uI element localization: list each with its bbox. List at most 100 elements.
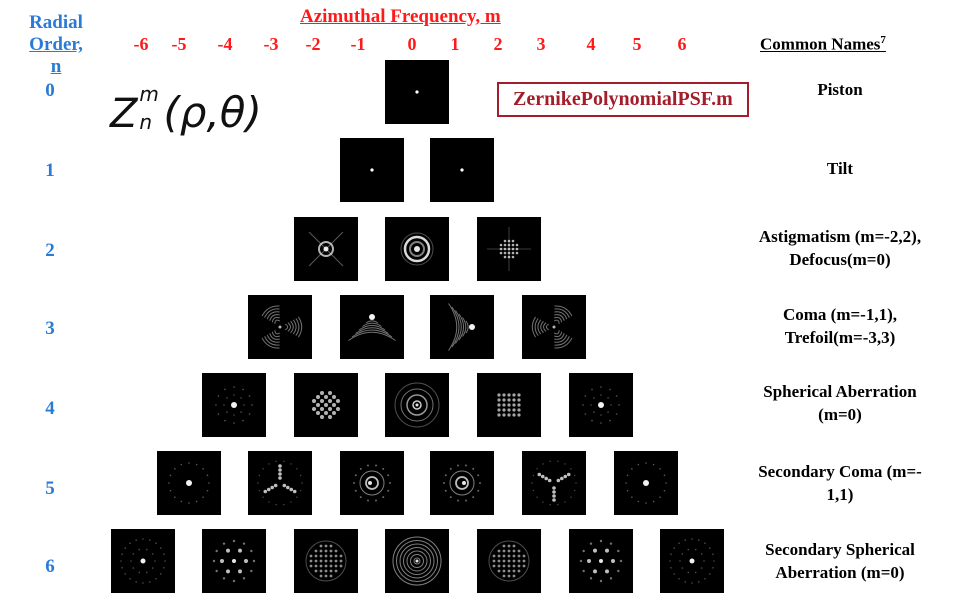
psf-pattern-dot-speckle — [215, 386, 253, 424]
psf-pattern-diamond-grid — [487, 227, 531, 271]
psf-tile-diamond-grid — [477, 217, 541, 281]
psf-pattern-hex-ring — [579, 539, 623, 583]
radial-order-line1: Radial — [29, 12, 83, 33]
psf-pattern-lattice-ring — [305, 540, 347, 582]
psf-pattern-dot-ring — [625, 462, 667, 504]
psf-tile-ring-speckle-right — [430, 451, 494, 515]
psf-pattern-dot-speckle — [582, 386, 620, 424]
radial-order-0: 0 — [45, 80, 55, 101]
common-name-line: (m=0) — [818, 405, 862, 424]
psf-pattern-ring-speckle-right — [443, 464, 481, 502]
psf-pattern-triad-swirl-right — [531, 460, 577, 506]
radial-order-5: 5 — [45, 478, 55, 499]
psf-tile-diamond-lattice — [294, 373, 358, 437]
radial-order-6: 6 — [45, 556, 55, 577]
freq-label: 6 — [677, 34, 687, 54]
common-name-line: Coma (m=-1,1), — [782, 305, 898, 324]
common-name-line: Tilt — [826, 159, 854, 178]
psf-pattern-point — [460, 168, 464, 172]
formula-base: Z — [110, 91, 138, 137]
freq-label: -3 — [263, 34, 279, 54]
common-name-line: Secondary Coma (m=- — [758, 462, 922, 481]
psf-tile-coma-right — [430, 295, 494, 359]
psf-pattern-concentric-fine — [392, 536, 442, 586]
psf-pattern-diamond-lattice — [312, 391, 340, 419]
freq-label: -5 — [171, 34, 187, 54]
common-name-line: Aberration (m=0) — [775, 563, 905, 582]
common-name-coma: Coma (m=-1,1), Trefoil(m=-3,3) — [725, 303, 955, 349]
formula-args: (ρ,θ) — [163, 88, 262, 137]
common-name-tilt: Tilt — [725, 157, 955, 180]
psf-pattern-point — [415, 90, 419, 94]
psf-tile-triad-swirl-right — [522, 451, 586, 515]
psf-pattern-speckle-ring — [669, 538, 715, 584]
psf-tile-triad-swirl — [248, 451, 312, 515]
freq-label: -4 — [217, 34, 233, 54]
azimuthal-frequency-header: Azimuthal Frequency, m — [300, 6, 501, 27]
freq-label: -2 — [305, 34, 321, 54]
psf-tile-lattice-ring — [477, 529, 541, 593]
freq-label: 1 — [450, 34, 460, 54]
zernike-psf-file-button[interactable]: ZernikePolynomialPSF.m — [497, 82, 749, 117]
common-name-piston: Piston — [725, 78, 955, 101]
psf-tile-point — [385, 60, 449, 124]
psf-tile-trefoil-swirl-right — [522, 295, 586, 359]
freq-label: 2 — [493, 34, 503, 54]
freq-label: 4 — [586, 34, 596, 54]
psf-pattern-coma-up — [348, 314, 396, 341]
psf-tile-dot-speckle — [569, 373, 633, 437]
common-name-secondary-coma: Secondary Coma (m=- 1,1) — [725, 460, 955, 506]
psf-tile-ring-speckle — [340, 451, 404, 515]
radial-order-1: 1 — [45, 160, 55, 181]
psf-pattern-coma-right — [448, 303, 475, 351]
common-name-line: Spherical Aberration — [763, 382, 917, 401]
psf-tile-lattice-ring — [294, 529, 358, 593]
freq-label: -1 — [350, 34, 366, 54]
radial-order-4: 4 — [45, 398, 55, 419]
psf-tile-point — [430, 138, 494, 202]
radial-order-header: Radial Order, n — [22, 12, 90, 78]
psf-pattern-ring-speckle — [353, 464, 391, 502]
common-name-line: 1,1) — [826, 485, 854, 504]
psf-tile-coma-up — [340, 295, 404, 359]
psf-pattern-trefoil-swirl-right — [531, 305, 573, 349]
common-name-line: Defocus(m=0) — [789, 250, 891, 269]
common-name-astigmatism: Astigmatism (m=-2,2), Defocus(m=0) — [725, 225, 955, 271]
common-names-header: Common Names7 — [760, 34, 886, 55]
psf-pattern-hex-ring — [212, 539, 256, 583]
common-names-label: Common Names — [760, 34, 881, 54]
psf-pattern-dot-ring — [168, 462, 210, 504]
psf-tile-point — [340, 138, 404, 202]
psf-tile-trefoil-swirl — [248, 295, 312, 359]
common-name-spherical: Spherical Aberration (m=0) — [725, 380, 955, 426]
common-name-line: Secondary Spherical — [765, 540, 915, 559]
psf-tile-dot-speckle — [202, 373, 266, 437]
psf-pattern-concentric-rings — [394, 382, 440, 428]
common-names-footnote: 7 — [880, 34, 886, 46]
psf-pattern-square-lattice — [497, 393, 521, 417]
psf-tile-hex-ring — [202, 529, 266, 593]
psf-pattern-star-cross — [308, 231, 344, 267]
psf-tile-speckle-ring — [660, 529, 724, 593]
freq-label: 3 — [536, 34, 546, 54]
psf-tile-star-cross — [294, 217, 358, 281]
psf-pattern-rings — [400, 232, 434, 266]
freq-label: 0 — [407, 34, 417, 54]
freq-label: -6 — [133, 34, 149, 54]
psf-pattern-point — [370, 168, 374, 172]
psf-pattern-lattice-ring — [488, 540, 530, 582]
psf-tile-speckle-ring — [111, 529, 175, 593]
psf-tile-hex-ring — [569, 529, 633, 593]
common-name-line: Trefoil(m=-3,3) — [784, 328, 896, 347]
radial-order-3: 3 — [45, 318, 55, 339]
psf-tile-dot-ring — [157, 451, 221, 515]
psf-tile-square-lattice — [477, 373, 541, 437]
radial-order-2: 2 — [45, 240, 55, 261]
psf-tile-rings — [385, 217, 449, 281]
psf-pattern-trefoil-swirl — [261, 305, 303, 349]
common-name-line: Piston — [817, 80, 863, 99]
common-name-secondary-spherical: Secondary Spherical Aberration (m=0) — [725, 538, 955, 584]
common-name-line: Astigmatism (m=-2,2), — [758, 227, 922, 246]
psf-pattern-triad-swirl — [257, 460, 303, 506]
